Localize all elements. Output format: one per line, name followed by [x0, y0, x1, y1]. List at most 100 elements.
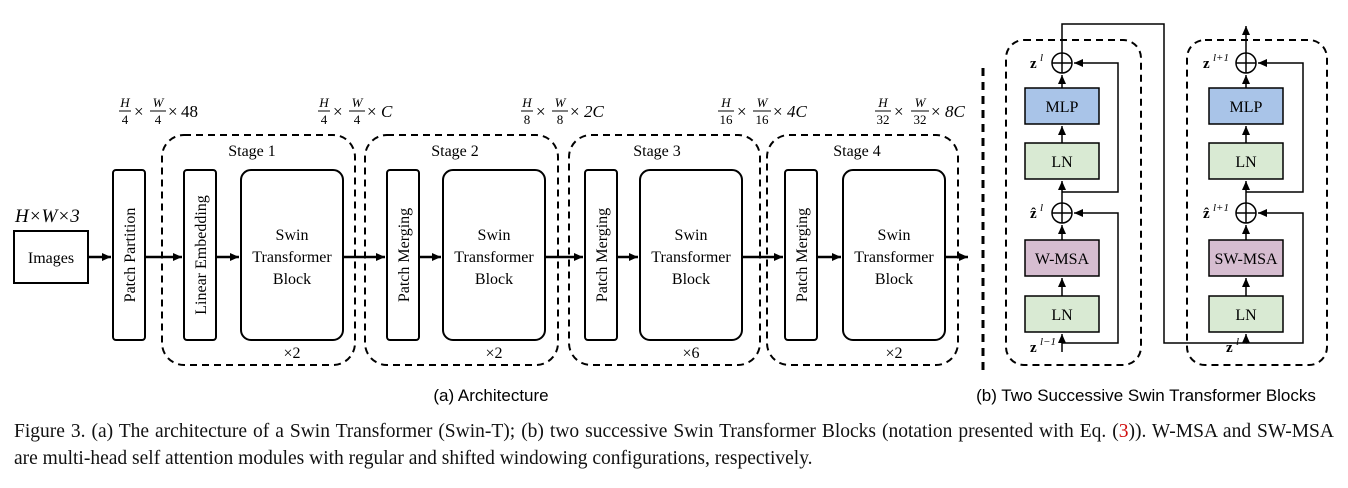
block2-mid-sup: l+1 — [1213, 202, 1229, 214]
dim-4-w: W — [757, 95, 769, 110]
stage-2-title: Stage 2 — [431, 143, 479, 160]
block1-labels: z l ẑ l z l−1 — [1030, 52, 1056, 356]
images-label: Images — [28, 250, 74, 267]
stage-4-title: Stage 4 — [833, 143, 881, 160]
block2-attn-label: SW-MSA — [1214, 251, 1278, 268]
block2-in-sup: l — [1236, 336, 1239, 348]
dim-1-c: 48 — [181, 102, 198, 121]
block2-mlp-label: MLP — [1230, 99, 1263, 116]
patch-partition-label: Patch Partition — [122, 208, 139, 303]
dim-annotation-final: H 32 × W 32 × 8C — [875, 95, 966, 127]
linear-embedding-box — [183, 169, 217, 341]
stage-1-title: Stage 1 — [228, 143, 276, 160]
dim-1-times-b: × — [168, 102, 178, 121]
dim-2-wd: 4 — [354, 112, 361, 127]
stage-1-repeat: ×2 — [283, 345, 300, 362]
dim-2-times-b: × — [367, 102, 377, 121]
dim-1-wd: 4 — [155, 112, 162, 127]
stage-4-container — [766, 134, 959, 366]
block2-in-sym: z — [1226, 340, 1233, 356]
dim-4-hd: 16 — [720, 112, 734, 127]
stage-3-repeat: ×6 — [682, 345, 699, 362]
block2-container — [1186, 39, 1328, 366]
dim-final-c: 8C — [945, 102, 966, 121]
dim-3-wd: 8 — [557, 112, 564, 127]
swin-block-1-line1: Swin — [276, 227, 309, 244]
swin-block-2-line3: Block — [475, 271, 513, 288]
dim-4-times-a: × — [737, 102, 747, 121]
block2-out-sym: z — [1203, 56, 1210, 72]
block2-add-top-icon — [1235, 52, 1257, 74]
dim-final-times-b: × — [931, 102, 941, 121]
block1-mlp-label: MLP — [1046, 99, 1079, 116]
patch-merging-label-4: Patch Merging — [794, 208, 811, 302]
dim-final-hd: 32 — [877, 112, 890, 127]
swin-block-4-line2: Transformer — [854, 249, 934, 266]
dim-annotation-3: H 8 × W 8 × 2C — [521, 95, 605, 127]
block1-ln-bottom-box — [1024, 295, 1100, 333]
linear-embedding-label: Linear Embedding — [193, 195, 210, 315]
dim-annotation-1: H 4 × W 4 × 48 — [119, 95, 198, 127]
swin-diagram: H×W×3 Images Patch Partition Stage 1 Sta… — [13, 23, 1328, 405]
patch-merging-box-3 — [584, 169, 618, 341]
patch-merging-box-2 — [386, 169, 420, 341]
dim-3-hd: 8 — [524, 112, 531, 127]
block2-ln-bottom-box — [1208, 295, 1284, 333]
dim-3-times-a: × — [536, 102, 546, 121]
dim-4-h: H — [720, 95, 731, 110]
block1-ln-bottom-label: LN — [1051, 307, 1073, 324]
patch-partition-box — [112, 169, 146, 341]
caption-equation-ref[interactable]: 3 — [1118, 421, 1129, 442]
swin-block-box-1 — [240, 169, 344, 341]
dim-final-h: H — [877, 95, 888, 110]
block1-mid-sym: ẑ — [1030, 206, 1037, 222]
block2-connectors — [1242, 26, 1304, 344]
swin-block-2-line1: Swin — [478, 227, 511, 244]
caption-part2: )). W-MSA and SW-MSA are multi-head self… — [14, 421, 1334, 469]
blocks-subtitle: (b) Two Successive Swin Transformer Bloc… — [976, 386, 1316, 405]
swin-block-3-line1: Swin — [675, 227, 708, 244]
block2-add-bottom-icon — [1235, 202, 1257, 224]
dim-final-w: W — [915, 95, 927, 110]
dim-2-h: H — [318, 95, 329, 110]
dim-final-wd: 32 — [914, 112, 927, 127]
patch-merging-label-2: Patch Merging — [396, 208, 413, 302]
dim-2-times-a: × — [333, 102, 343, 121]
dim-2-hd: 4 — [321, 112, 328, 127]
stage-2-repeat: ×2 — [485, 345, 502, 362]
input-dim-label: H×W×3 — [14, 206, 80, 227]
block1-add-top-icon — [1051, 52, 1073, 74]
block2-mlp-box — [1208, 87, 1284, 125]
architecture-subtitle: (a) Architecture — [433, 386, 548, 405]
block2-ln-top-box — [1208, 142, 1284, 180]
block1-in-sym: z — [1030, 340, 1037, 356]
stage-1-container — [161, 134, 356, 366]
dim-3-w: W — [555, 95, 567, 110]
block2-ln-top-label: LN — [1235, 154, 1257, 171]
dim-1-times-a: × — [134, 102, 144, 121]
block2-labels: z l+1 ẑ l+1 z l — [1203, 52, 1239, 356]
dim-2-c: C — [381, 102, 393, 121]
swin-block-box-2 — [442, 169, 546, 341]
images-box — [13, 230, 89, 284]
caption-part1: Figure 3. (a) The architecture of a Swin… — [14, 421, 1119, 442]
dim-1-w: W — [153, 95, 165, 110]
block2-ln-bottom-label: LN — [1235, 307, 1257, 324]
swin-block-4-line3: Block — [875, 271, 913, 288]
block1-attn-label: W-MSA — [1035, 251, 1090, 268]
stage-4-repeat: ×2 — [885, 345, 902, 362]
block1-mid-sup: l — [1040, 202, 1043, 214]
block1-container — [1005, 39, 1142, 366]
stage-2-container — [364, 134, 559, 366]
block2-out-sup: l+1 — [1213, 52, 1229, 64]
swin-block-box-4 — [842, 169, 946, 341]
block1-ln-top-label: LN — [1051, 154, 1073, 171]
swin-block-3-line3: Block — [672, 271, 710, 288]
dim-final-times-a: × — [894, 102, 904, 121]
dim-3-c: 2C — [584, 102, 605, 121]
figure-caption: Figure 3. (a) The architecture of a Swin… — [14, 418, 1334, 472]
block1-mlp-box — [1024, 87, 1100, 125]
swin-block-4-line1: Swin — [878, 227, 911, 244]
dim-annotation-2: H 4 × W 4 × C — [318, 95, 393, 127]
dim-3-h: H — [521, 95, 532, 110]
